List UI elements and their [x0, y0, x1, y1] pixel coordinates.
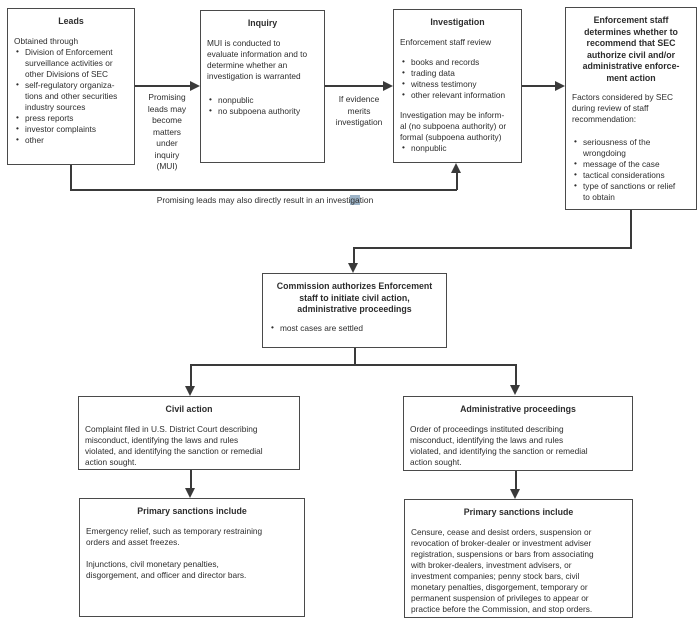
- sanctions-civil-paragraph: Emergency relief, such as temporary rest…: [86, 525, 263, 547]
- leads-bullet: self-regulatory organiza- tions and othe…: [14, 79, 128, 113]
- commission-admin-arrowhead-icon: [510, 385, 520, 395]
- commission-split-connector: [354, 348, 356, 366]
- inquiry-title: Inquiry: [247, 18, 278, 28]
- enforcement-bullet: message of the case: [572, 158, 690, 170]
- investigation-enforcement-arrowhead-icon: [555, 81, 565, 91]
- sanctions-civil-box: Primary sanctions include Emergency reli…: [79, 498, 305, 617]
- commission-admin-connector: [515, 364, 517, 386]
- civil-action-box: Civil action Complaint filed in U.S. Dis…: [78, 396, 300, 470]
- inquiry-bullet: nonpublic: [207, 94, 318, 106]
- inquiry-body: MUI is conducted to evaluate information…: [207, 37, 308, 81]
- leads-title: Leads: [58, 16, 84, 26]
- leads-box: Leads Obtained through Division of Enfor…: [7, 8, 135, 165]
- label-text: tion: [359, 195, 374, 205]
- leads-investigation-connector: [70, 189, 457, 191]
- inquiry-investigation-connector: [325, 85, 385, 87]
- commission-bullet: most cases are settled: [269, 322, 440, 334]
- civil-sanctions-connector: [190, 470, 192, 489]
- label-highlighted-text: ga: [350, 195, 360, 205]
- civil-sanctions-arrowhead-icon: [185, 488, 195, 498]
- leads-intro: Obtained through: [14, 35, 79, 46]
- sanctions-admin-paragraph: Censure, cease and desist orders, suspen…: [411, 526, 594, 614]
- civil-action-body: Complaint filed in U.S. District Court d…: [85, 423, 263, 467]
- investigation-box: Investigation Enforcement staff review b…: [393, 9, 522, 163]
- inquiry-bullet: no subpoena authority: [207, 105, 318, 117]
- commission-title: Commission authorizes Enforcement staff …: [276, 281, 433, 314]
- label-text: Promising leads may also directly result…: [156, 195, 351, 205]
- investigation-bullet: books and records: [400, 56, 515, 68]
- commission-civil-arrowhead-icon: [185, 386, 195, 396]
- leads-bullet: investor complaints: [14, 123, 128, 135]
- leads-investigation-connector: [456, 173, 458, 190]
- enforcement-body: Factors considered by SEC during review …: [572, 92, 673, 124]
- commission-split-connector: [190, 364, 516, 366]
- investigation-title: Investigation: [430, 17, 485, 27]
- admin-proceedings-box: Administrative proceedings Order of proc…: [403, 396, 633, 471]
- enforcement-bullet: type of sanctions or relief to obtain: [572, 180, 690, 203]
- sanctions-admin-title: Primary sanctions include: [463, 507, 574, 517]
- civil-action-title: Civil action: [165, 404, 213, 414]
- leads-bullet: press reports: [14, 112, 128, 124]
- enforcement-bullet: seriousness of the wrongdoing: [572, 136, 690, 159]
- leads-investigation-label: Promising leads may also directly result…: [130, 195, 400, 207]
- leads-inquiry-connector: [135, 85, 192, 87]
- leads-bullet: other: [14, 134, 128, 146]
- commission-civil-connector: [190, 364, 192, 387]
- sanctions-civil-paragraph: Injunctions, civil monetary penalties, d…: [86, 558, 247, 580]
- inquiry-box: Inquiry MUI is conducted to evaluate inf…: [200, 10, 325, 163]
- admin-sanctions-arrowhead-icon: [510, 489, 520, 499]
- enforcement-commission-arrowhead-icon: [348, 263, 358, 273]
- leads-investigation-connector: [70, 165, 72, 191]
- admin-proceedings-body: Order of proceedings instituted describi…: [410, 423, 588, 467]
- enforcement-bullet: tactical considerations: [572, 169, 690, 181]
- investigation-body: Investigation may be inform- al (no subp…: [400, 109, 507, 142]
- investigation-enforcement-connector: [522, 85, 555, 87]
- enforcement-commission-connector: [353, 247, 355, 264]
- admin-sanctions-connector: [515, 471, 517, 490]
- enforcement-title: Enforcement staff determines whether to …: [582, 15, 680, 83]
- enforcement-box: Enforcement staff determines whether to …: [565, 7, 697, 210]
- admin-proceedings-title: Administrative proceedings: [460, 404, 576, 414]
- inquiry-investigation-arrowhead-icon: [383, 81, 393, 91]
- leads-bullet: Division of Enforcement surveillance act…: [14, 46, 128, 80]
- leads-inquiry-label: Promising leads may become matters under…: [147, 92, 187, 171]
- inquiry-investigation-label: If evidence merits investigation: [335, 94, 383, 127]
- sanctions-admin-box: Primary sanctions include Censure, cease…: [404, 499, 633, 618]
- leads-inquiry-arrowhead-icon: [190, 81, 200, 91]
- investigation-bullet: nonpublic: [400, 142, 515, 154]
- enforcement-commission-connector: [353, 247, 632, 249]
- investigation-bullet: witness testimony: [400, 78, 515, 90]
- leads-investigation-arrowhead-icon: [451, 163, 461, 173]
- investigation-bullet: other relevant information: [400, 89, 515, 101]
- sanctions-civil-title: Primary sanctions include: [137, 506, 247, 516]
- commission-box: Commission authorizes Enforcement staff …: [262, 273, 447, 348]
- investigation-bullet: trading data: [400, 67, 515, 79]
- enforcement-commission-connector: [630, 210, 632, 249]
- investigation-intro: Enforcement staff review: [400, 36, 492, 47]
